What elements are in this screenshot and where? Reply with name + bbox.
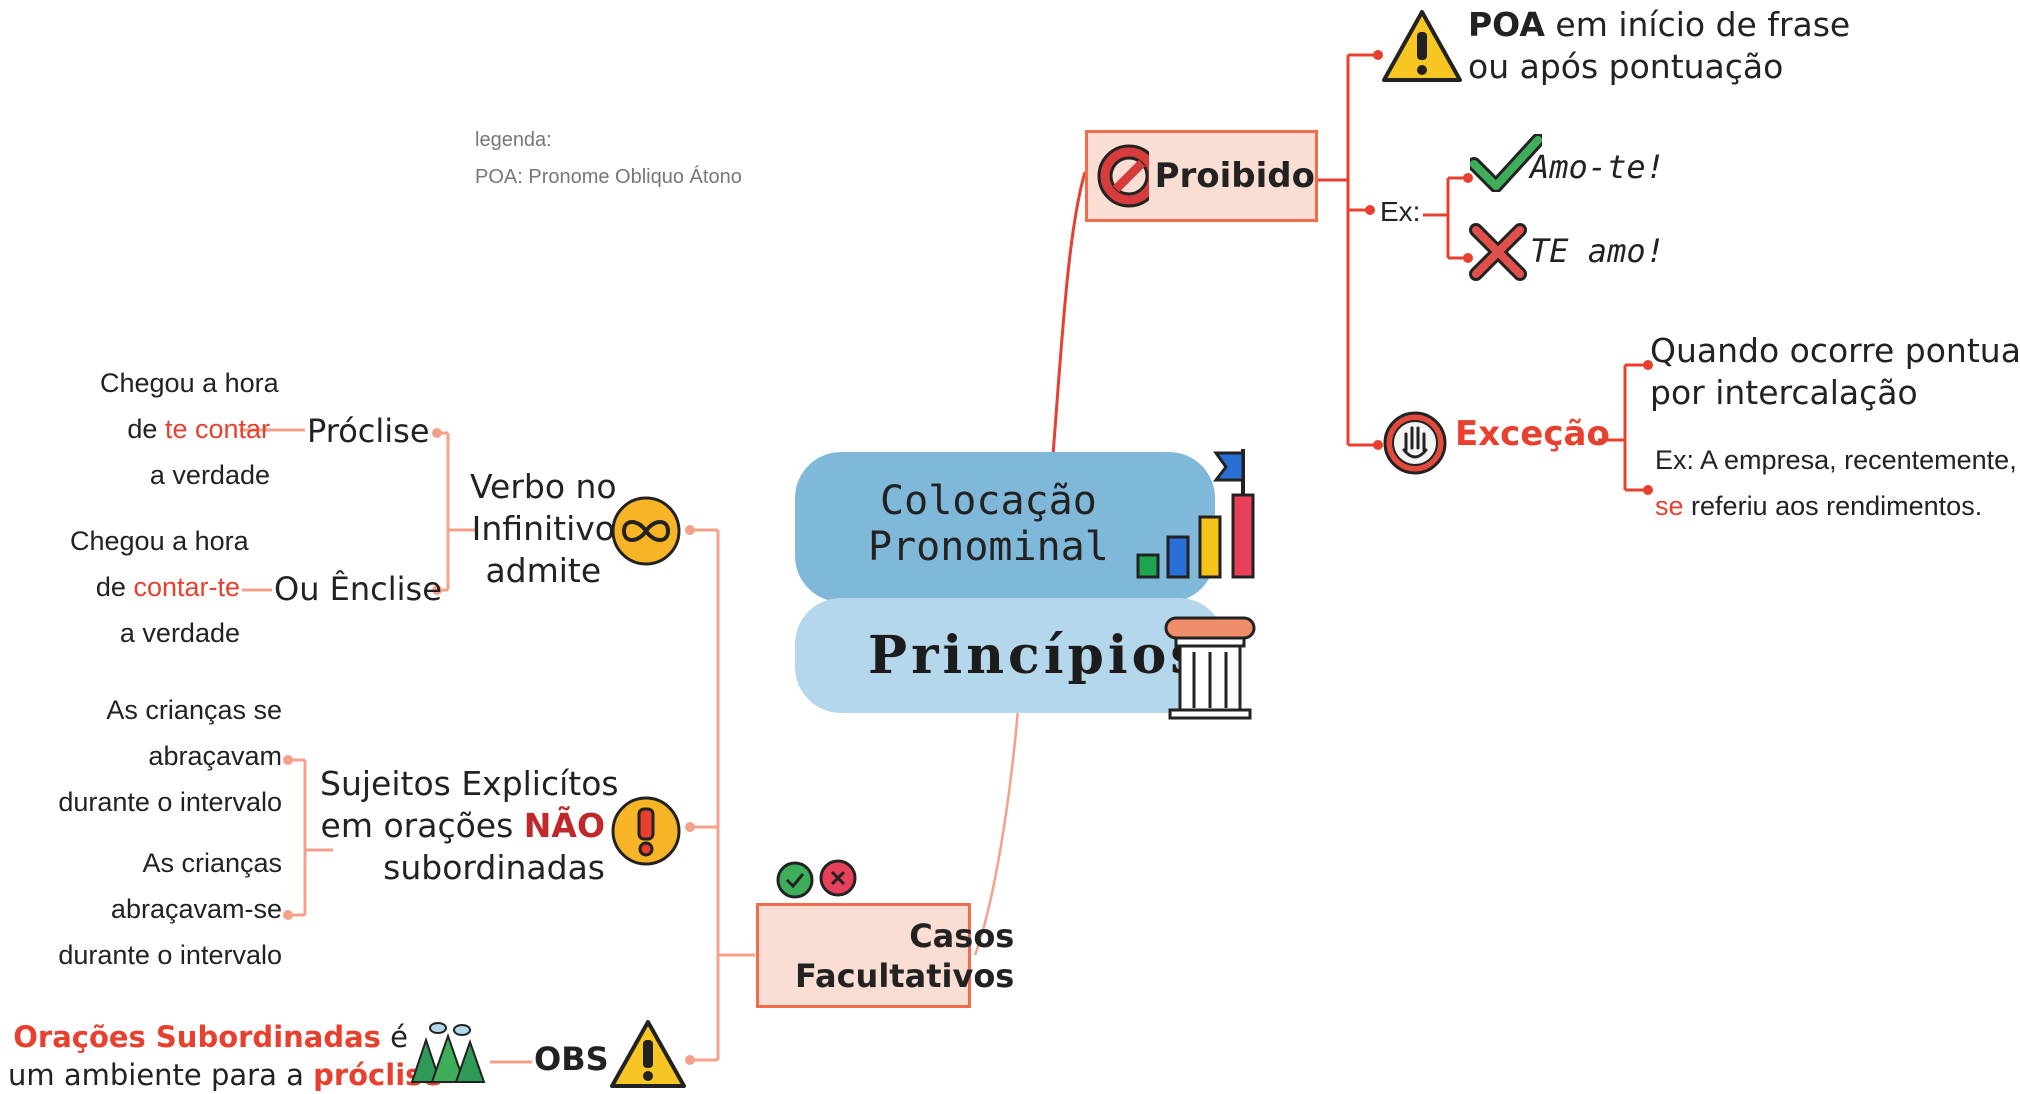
check-icon	[1470, 134, 1542, 192]
poa-rule: POA em início de frase ou após pontuação	[1468, 4, 1850, 88]
casos-facultativos-node[interactable]: Casos Facultativos	[756, 903, 1014, 1008]
poa-bold: POA	[1468, 5, 1545, 44]
obs-warning-icon	[610, 1020, 686, 1088]
subtitle-cloud	[795, 598, 1225, 713]
enclise-example: Chegou a hora de contar-te a verdade	[70, 526, 249, 648]
warning-icon	[1382, 10, 1462, 82]
casos-label: Casos Facultativos	[795, 916, 1015, 995]
sujeitos-example-2: As crianças abraçavam-se durante o inter…	[58, 848, 282, 970]
proibido-label: Proibido	[1154, 156, 1315, 196]
excecao-label: Exceção	[1455, 414, 1610, 454]
forest-icon	[410, 1022, 486, 1083]
proibido-node[interactable]: Proibido	[1085, 130, 1318, 222]
excecao-example: Ex: A empresa, recentemente, se referiu …	[1655, 445, 2017, 521]
stop-hand-icon	[1383, 411, 1447, 475]
poa-rule-line2: ou após pontuação	[1468, 47, 1784, 86]
central-subtitle: Princípios	[868, 625, 1204, 686]
check-cross-bubbles-icon	[776, 859, 857, 899]
infinity-icon	[611, 496, 681, 566]
central-title: Colocação Pronominal	[868, 478, 1109, 570]
chart-flag-icon	[1136, 449, 1255, 579]
ex-wrong: TE amo!	[1530, 232, 1665, 270]
cross-icon	[1469, 223, 1527, 281]
excecao-rule: Quando ocorre pontuação por intercalação	[1650, 331, 2020, 412]
ex-correct: Amo-te!	[1530, 148, 1665, 186]
proclise-example: Chegou a hora de te contar a verdade	[100, 368, 279, 490]
sujeitos-example-1: As crianças se abraçavam durante o inter…	[58, 695, 282, 817]
obs-label: OBS	[534, 1040, 609, 1078]
legend: legenda: POA: Pronome Obliquo Átono	[475, 122, 742, 196]
legend-definition: POA: Pronome Obliquo Átono	[475, 166, 742, 188]
obs-note: Orações Subordinadas é um ambiente para …	[8, 1020, 443, 1092]
prohibited-icon	[1097, 144, 1149, 208]
sujeitos-explicitos: Sujeitos Explicítos em orações NÃO subor…	[320, 764, 619, 887]
ex-label: Ex:	[1380, 196, 1421, 227]
poa-rule-rest: em início de frase	[1555, 5, 1851, 44]
enclise-label: Ou Ênclise	[274, 570, 442, 608]
pillar-icon	[1164, 616, 1256, 720]
proclise-label: Próclise	[307, 412, 430, 450]
exclamation-icon	[611, 796, 681, 866]
verbo-infinitivo: Verbo no Infinitivo admite	[470, 467, 617, 590]
legend-title: legenda:	[475, 129, 552, 151]
